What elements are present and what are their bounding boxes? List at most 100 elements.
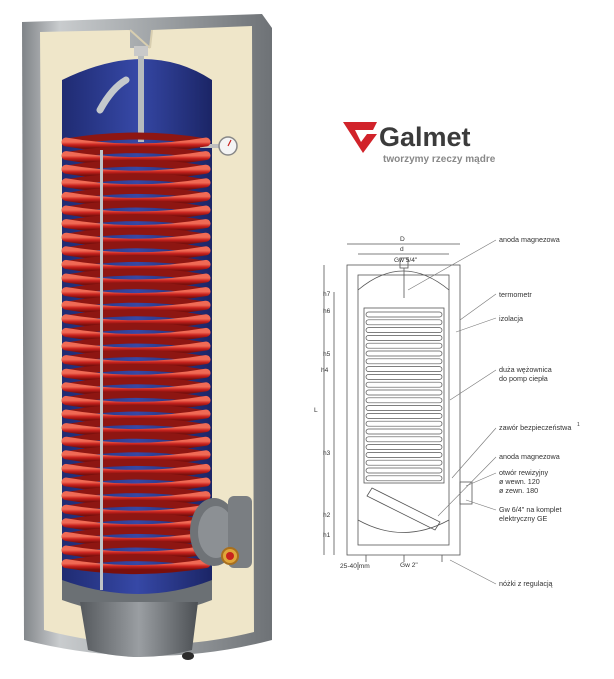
boiler-cutaway-illustration: [22, 14, 272, 660]
label-inspection-line3: ø zewn. 180: [499, 486, 538, 495]
drawing-coil-turn: [365, 366, 443, 372]
coil-turn-back: [65, 132, 207, 146]
label-safety-valve-note: 1: [577, 422, 580, 428]
drawing-coil-turn: [365, 311, 443, 318]
thermometer-needle: [227, 139, 232, 147]
coil-turn-back: [65, 268, 207, 282]
coil-turn-back: [65, 540, 207, 554]
coil-turn-back: [65, 173, 207, 187]
drawing-coil-turn: [365, 358, 443, 365]
foot-clearance: 25-40 mm: [340, 563, 370, 570]
label-safety-valve: zawór bezpieczeństwa: [499, 423, 571, 432]
hot-water-pipe: [96, 76, 130, 114]
drawing-coil-outline: [363, 307, 445, 484]
drawing-coil-turn: [365, 381, 443, 388]
coil-turn-back: [65, 472, 207, 486]
coil-turn-back: [65, 254, 207, 268]
coil-turn-back: [65, 227, 207, 241]
coil-turn-back: [65, 418, 207, 432]
brand-name: Galmet: [379, 122, 471, 152]
drawing-coil-turn: [365, 397, 443, 404]
coil-turn-back: [65, 241, 207, 255]
drawing-coil-turn: [365, 374, 443, 380]
drawing-flange: [459, 481, 473, 505]
label-thermometer: termometr: [499, 290, 532, 299]
coil-turn-back: [65, 390, 207, 404]
dim-L: L: [314, 407, 318, 414]
galmet-logo: Galmet tworzymy rzeczy mądre: [343, 120, 503, 170]
coil-turn-back: [65, 458, 207, 472]
drawing-coil-turn: [365, 467, 443, 474]
drawing-casing: [346, 264, 461, 556]
drawing-coil-turn: [365, 459, 443, 466]
label-coil-line2: do pomp ciepła: [499, 374, 548, 383]
label-anode-top: anoda magnezowa: [499, 235, 560, 244]
technical-drawing: D d L h7 h6 h5 h4 h3 h2 h1 Gw 5/4" Gw 2"…: [314, 235, 580, 588]
coil-turn-back: [65, 499, 207, 513]
drawing-bottom-dome: [357, 519, 450, 533]
drawing-tank: [357, 274, 450, 546]
coil-turn-back: [65, 295, 207, 309]
dim-h1: h1: [323, 532, 331, 539]
foot: [182, 652, 194, 660]
drawing-coil-turn: [365, 452, 443, 458]
label-coil-line1: duża wężownica: [499, 365, 552, 374]
connection-top: Gw 5/4": [394, 257, 418, 264]
base-pedestal: [80, 602, 198, 657]
drawing-coil-turn: [365, 335, 443, 341]
coil-turn-back: [65, 322, 207, 336]
dim-h4: h4: [321, 367, 329, 374]
drawing-coil-turn: [365, 350, 443, 357]
connection-bottom: Gw 2": [400, 562, 418, 569]
label-anode-bottom: anoda magnezowa: [499, 452, 560, 461]
coil-turn-back: [65, 200, 207, 214]
dim-d: d: [400, 246, 404, 253]
anode-cap: [134, 46, 148, 56]
coil-turn-back: [65, 282, 207, 296]
inspection-flange: [190, 496, 252, 568]
coil-turn-back: [65, 146, 207, 160]
casing-edge: [129, 29, 153, 49]
coil-turn-back: [65, 404, 207, 418]
drawing-coil-turns: [365, 311, 443, 482]
label-feet: nóżki z regulacją: [499, 579, 553, 588]
drawing-coil-turn: [365, 319, 443, 326]
coil-turn-back: [65, 309, 207, 323]
dim-h7: h7: [323, 291, 331, 298]
label-inspection-line2: ø wewn. 120: [499, 477, 540, 486]
dim-h6: h6: [323, 308, 331, 315]
drawing-lower-anode: [366, 487, 441, 531]
brand-tagline: tworzymy rzeczy mądre: [383, 154, 496, 165]
drawing-coil-turn: [365, 327, 443, 333]
drawing-coil-turn: [365, 342, 443, 349]
drawing-coil-turn: [365, 405, 443, 411]
coil-turn-back: [65, 513, 207, 527]
drawing-feet: [365, 555, 443, 562]
dim-h5: h5: [323, 351, 331, 358]
drawing-coil-turn: [365, 436, 443, 443]
coil-turn-back: [65, 363, 207, 377]
coil-turn-back: [65, 554, 207, 568]
drawing-top-dome: [357, 270, 450, 291]
label-insulation: izolacja: [499, 314, 523, 323]
coil-turn-back: [65, 431, 207, 445]
dim-D: D: [400, 236, 405, 243]
coil-turn-back: [65, 486, 207, 500]
label-inspection-line1: otwór rewizyjny: [499, 468, 549, 477]
coil-turn-back: [65, 159, 207, 173]
label-electric-line1: Gw 6/4" na komplet: [499, 505, 561, 514]
anode-rod: [138, 52, 144, 142]
coil-turn-back: [65, 186, 207, 200]
coil-turn-back: [65, 377, 207, 391]
coil-turn-back: [65, 336, 207, 350]
drawing-coil-turn: [365, 413, 443, 419]
coil-turn-back: [65, 350, 207, 364]
drawing-coil-turn: [365, 389, 443, 396]
coil-turn-back: [65, 214, 207, 228]
label-electric-line2: elektryczny GE: [499, 514, 548, 523]
coil-turn-back: [65, 445, 207, 459]
coil-turn: [61, 559, 211, 575]
heat-exchanger-coil: [61, 132, 211, 575]
drawing-coil-turn: [365, 420, 443, 427]
dim-h2: h2: [323, 512, 331, 519]
